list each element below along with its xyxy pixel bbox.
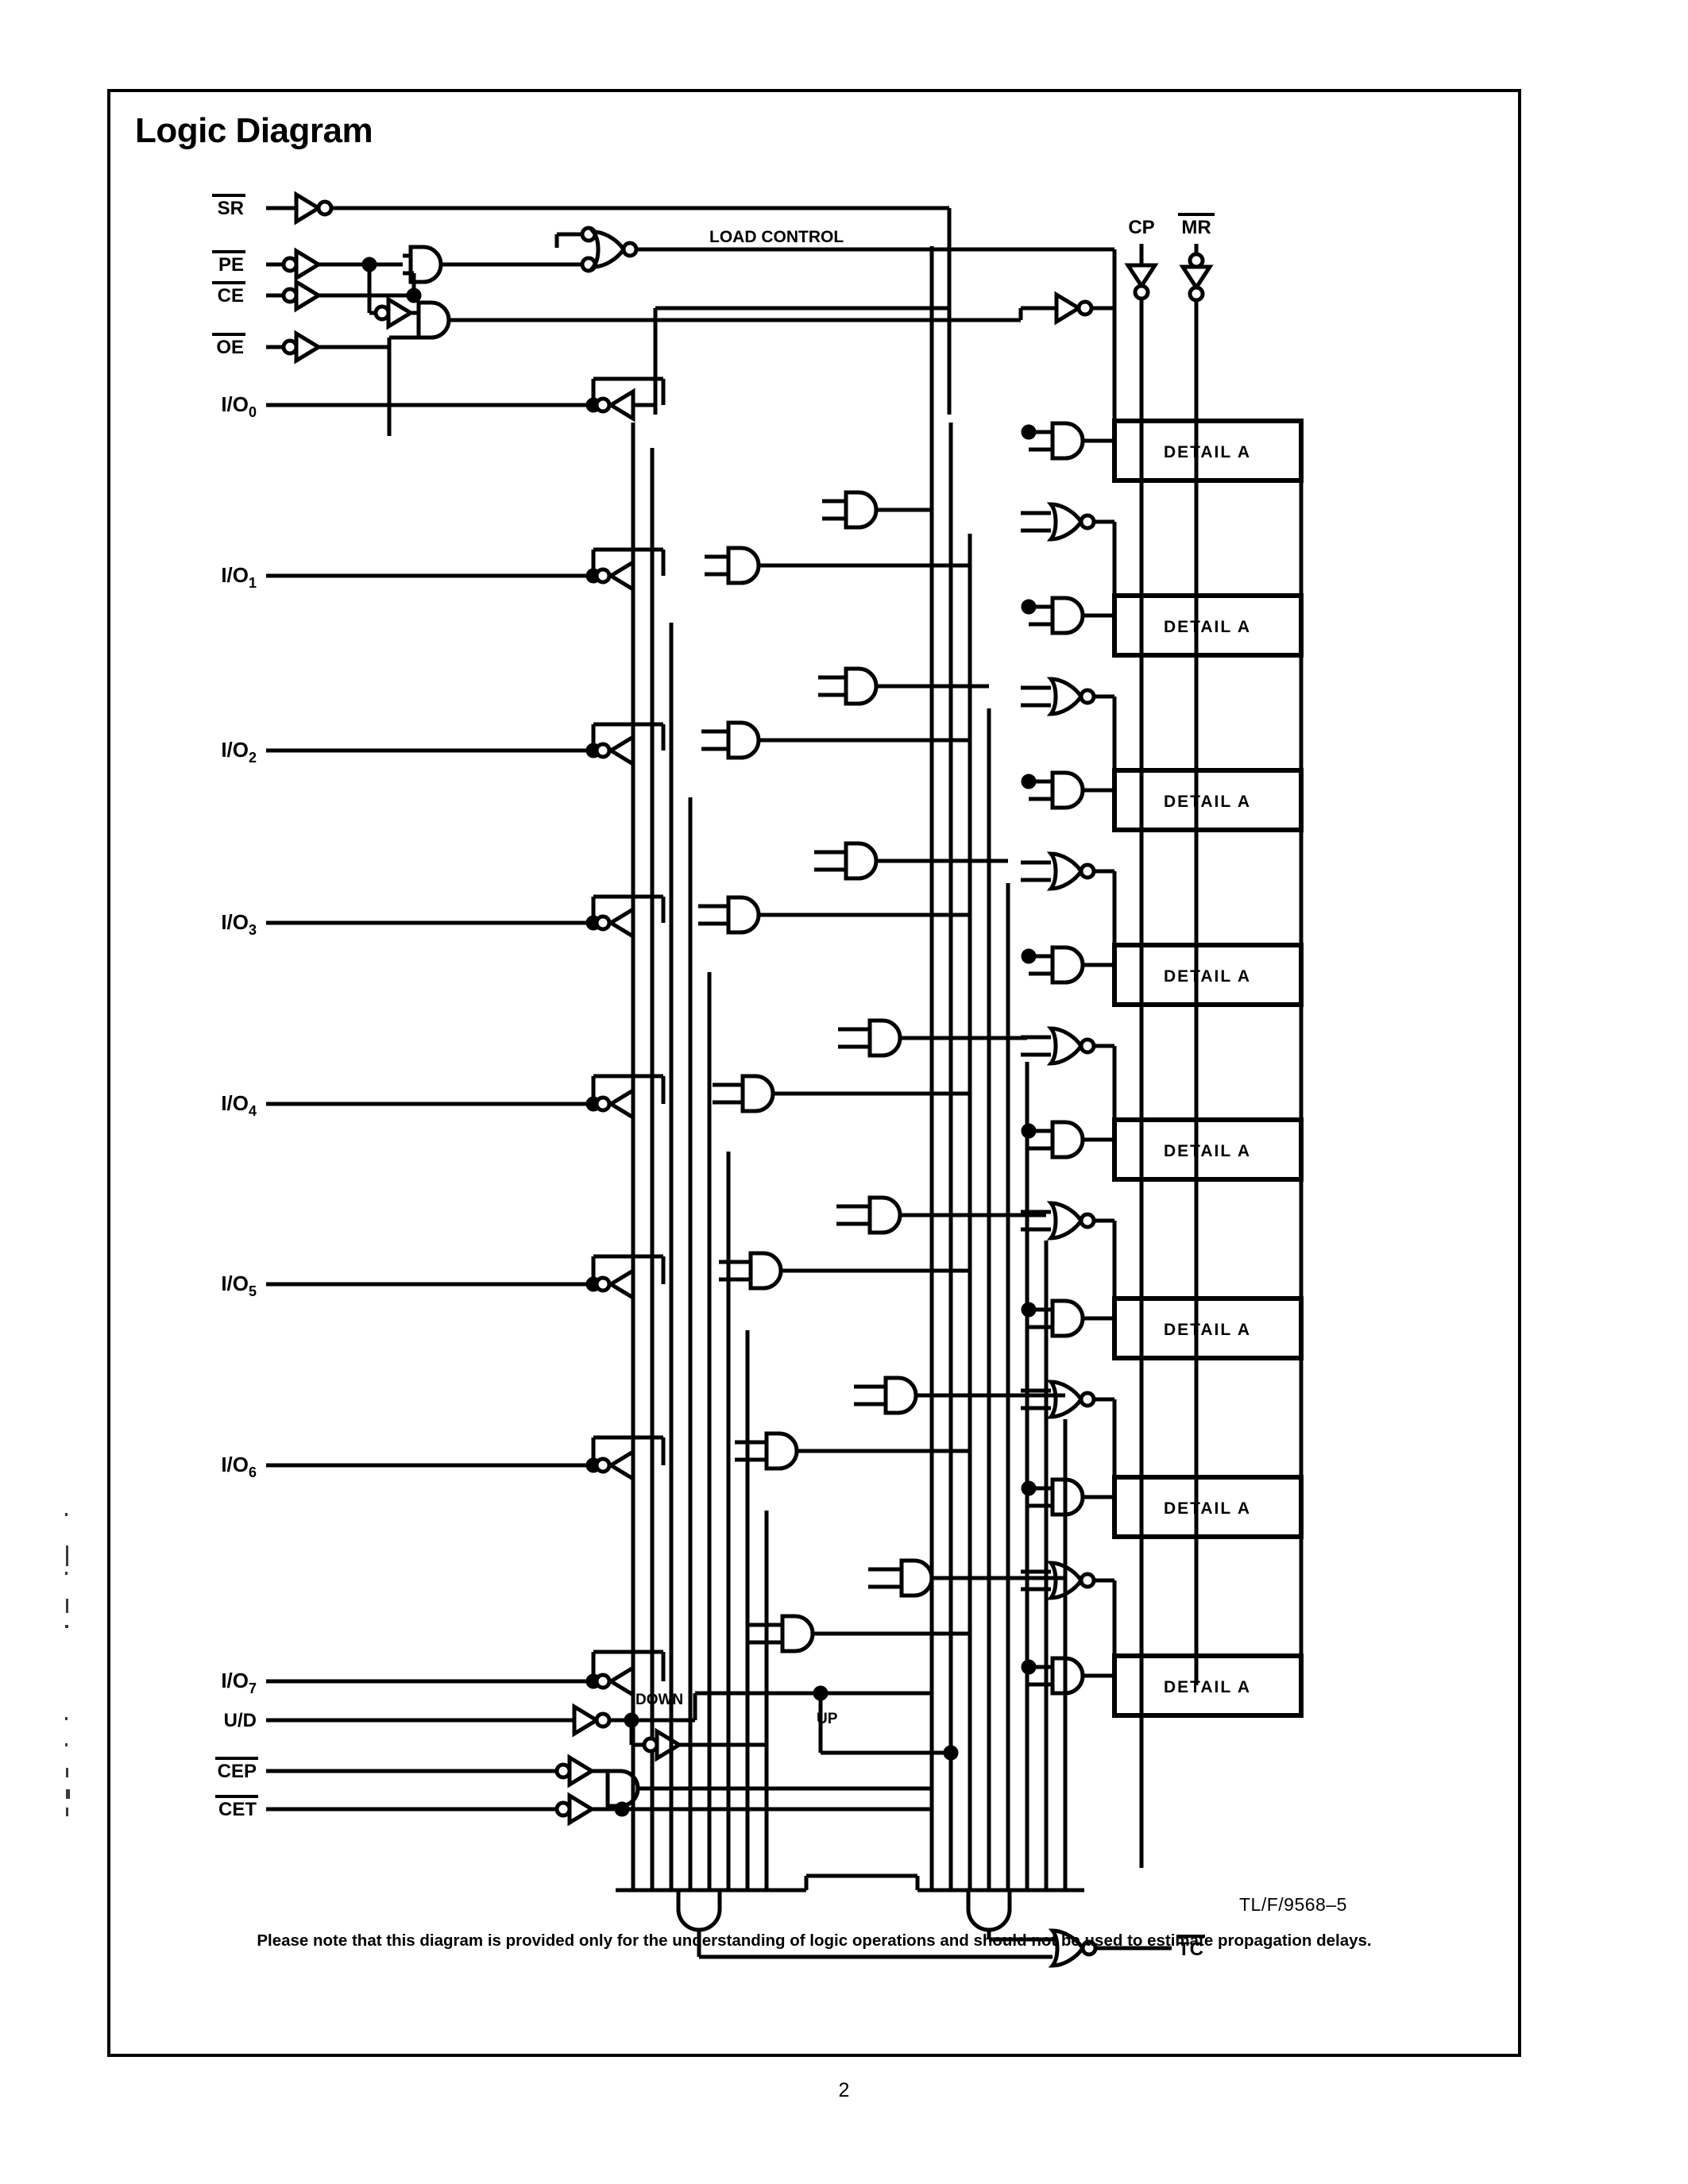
bit-slice-row [266, 547, 1117, 776]
load-control-label: LOAD CONTROL [709, 228, 844, 246]
input-label-cet: CET [218, 1799, 257, 1820]
scan-speck [66, 1789, 70, 1799]
logic-diagram: SR PE CE OE CP MR I/O0 I/O1 I/O2 I/O3 I/… [107, 89, 1521, 2057]
io-pin-label: I/O7 [221, 1669, 257, 1696]
io-pin-label: I/O2 [221, 738, 257, 766]
scan-speck [66, 1808, 68, 1816]
input-label-sr: SR [218, 198, 244, 219]
data-bus-right [929, 246, 1068, 1890]
page-title: Logic Diagram [135, 111, 373, 150]
scan-speck [65, 1572, 68, 1575]
bit-slice-row [266, 1074, 1117, 1304]
bit-slice-row [266, 376, 1117, 601]
input-label-oe: OE [216, 337, 244, 358]
detail-a-label: DETAIL A [1164, 1499, 1251, 1518]
input-label-ud: U/D [224, 1710, 257, 1731]
scan-speck [66, 1545, 68, 1566]
control-input-stage [266, 195, 952, 436]
io-pin-label: I/O0 [221, 392, 257, 420]
document-reference: TL/F/9568–5 [1239, 1894, 1347, 1915]
io-pin-label: I/O5 [221, 1271, 257, 1299]
io-pin-label: I/O4 [221, 1091, 257, 1119]
input-label-pe: PE [218, 254, 244, 276]
bit-slice-row [266, 1254, 1117, 1483]
down-label: DOWN [635, 1692, 683, 1708]
io-pin-label: I/O3 [221, 910, 257, 938]
input-label-cep: CEP [218, 1761, 257, 1782]
input-label-cp: CP [1128, 217, 1154, 238]
scan-speck [65, 1625, 68, 1628]
bit-slice-row [266, 722, 1117, 951]
bit-slice-row [266, 1650, 1114, 1695]
terminal-count-stage [616, 1873, 1172, 1966]
io-pin-label: I/O1 [221, 563, 257, 591]
detail-a-label: DETAIL A [1164, 443, 1251, 461]
data-bus-left [631, 423, 769, 1890]
up-label: UP [817, 1711, 838, 1727]
page-number: 2 [838, 2079, 850, 2101]
scan-speck [66, 1599, 68, 1613]
load-control-gate [473, 226, 1117, 430]
input-label-ce: CE [218, 285, 244, 307]
count-control-stage [266, 1707, 932, 1823]
page-border [107, 89, 1521, 2057]
control-bus [653, 306, 949, 415]
bit-slice-row [266, 894, 1117, 1125]
scan-speck [65, 1513, 68, 1516]
scan-speck [65, 1717, 68, 1720]
logic-diagram-svg: SR PE CE OE CP MR I/O0 I/O1 I/O2 I/O3 I/… [212, 89, 1304, 2057]
output-label-tc: TC [1178, 1939, 1203, 1960]
detail-a-label: DETAIL A [1164, 618, 1251, 636]
io-pin-label: I/O6 [221, 1453, 257, 1480]
input-label-mr: MR [1181, 217, 1211, 238]
bit-slice-row [266, 1435, 1117, 1665]
diagram-text-labels: SR PE CE OE CP MR I/O0 I/O1 I/O2 I/O3 I/… [212, 194, 1251, 1960]
up-down-routing [693, 1685, 959, 1761]
scan-speck [66, 1768, 68, 1777]
detail-a-label: DETAIL A [1164, 1678, 1251, 1696]
clock-reset-stage [1128, 244, 1210, 1868]
diagram-note: Please note that this diagram is provide… [257, 1931, 1372, 1950]
detail-a-label: DETAIL A [1164, 1321, 1251, 1339]
detail-a-blocks [1112, 419, 1304, 1718]
detail-a-label: DETAIL A [1164, 793, 1251, 811]
detail-a-label: DETAIL A [1164, 1142, 1251, 1160]
scan-speck [65, 1743, 68, 1746]
detail-a-label: DETAIL A [1164, 967, 1251, 986]
